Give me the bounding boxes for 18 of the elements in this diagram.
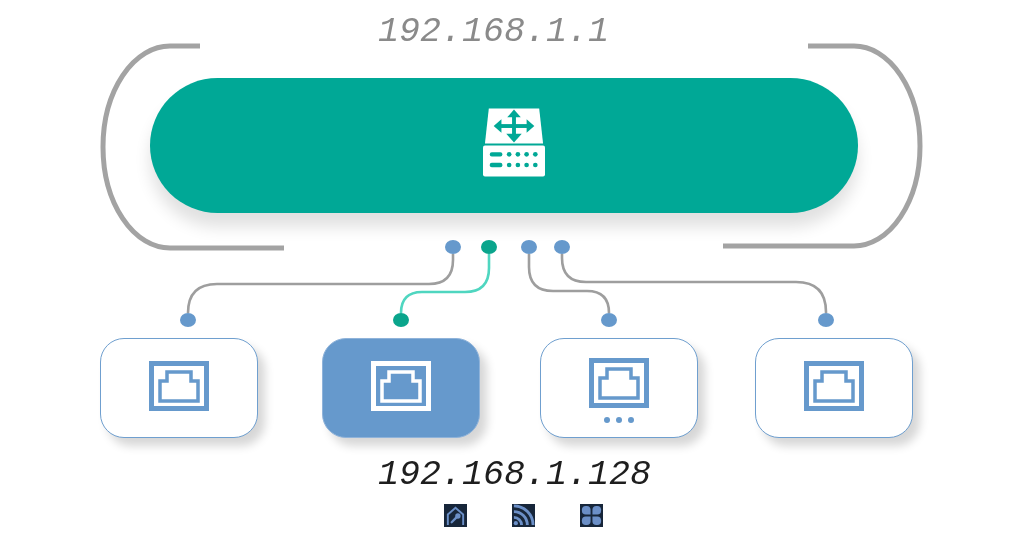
connection-dot: [554, 240, 570, 254]
cable-line: [186, 254, 455, 315]
port-card: [100, 338, 258, 438]
connection-dot: [393, 313, 409, 327]
port-card: [540, 338, 698, 438]
ip-address: 192.168.1.1: [378, 15, 610, 50]
port-card: [755, 338, 913, 438]
cable-line: [399, 254, 491, 315]
cable-line: [527, 254, 611, 315]
cable-line: [560, 254, 828, 314]
connection-dot: [180, 313, 196, 327]
connection-dot: [481, 240, 497, 254]
ip-address: 192.168.1.128: [378, 458, 652, 493]
connection-dot: [818, 313, 834, 327]
connection-dot: [601, 313, 617, 327]
connection-dot: [521, 240, 537, 254]
connection-dot: [445, 240, 461, 254]
port-card: [322, 338, 480, 438]
